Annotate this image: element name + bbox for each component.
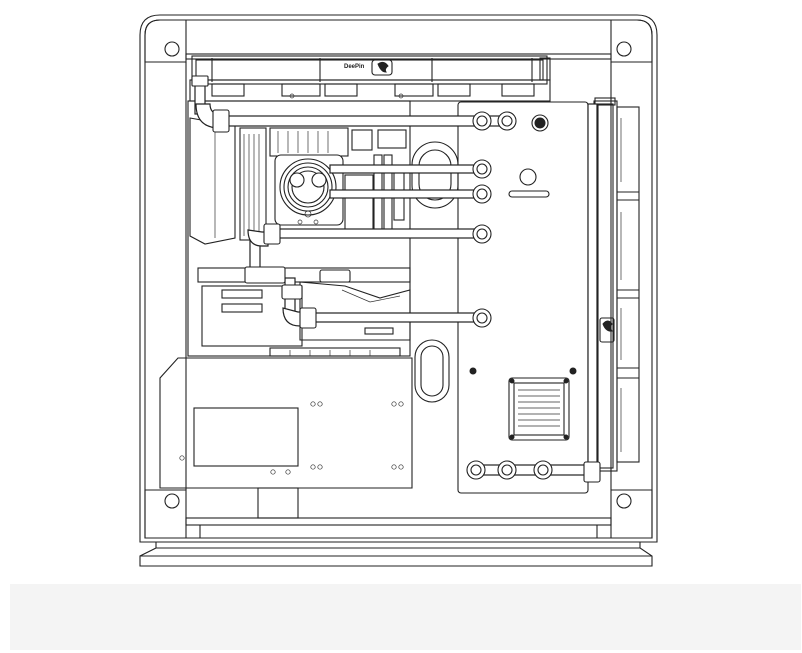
screw-hole-bottom-right	[616, 493, 632, 509]
footer-bar	[10, 584, 801, 650]
psu-window	[193, 407, 299, 467]
front-radiator	[593, 97, 640, 472]
cpu-water-block	[274, 154, 344, 226]
top-radiator: DeePin	[189, 55, 551, 102]
psu-shroud	[159, 357, 413, 519]
screw-hole-top-right	[616, 41, 632, 57]
screw-hole-top-left	[164, 41, 180, 57]
pc-case-drawing: DeePin	[139, 14, 658, 567]
case-side-view-svg: DeePin	[139, 14, 658, 567]
chassis-frame	[139, 14, 658, 543]
water-tubing	[191, 75, 601, 483]
screw-hole-bottom-left	[164, 493, 180, 509]
case-feet	[139, 541, 653, 567]
ssd-heatsink	[508, 377, 570, 441]
cable-management-panel	[411, 101, 589, 494]
top-brand-logo: DeePin	[344, 64, 365, 70]
